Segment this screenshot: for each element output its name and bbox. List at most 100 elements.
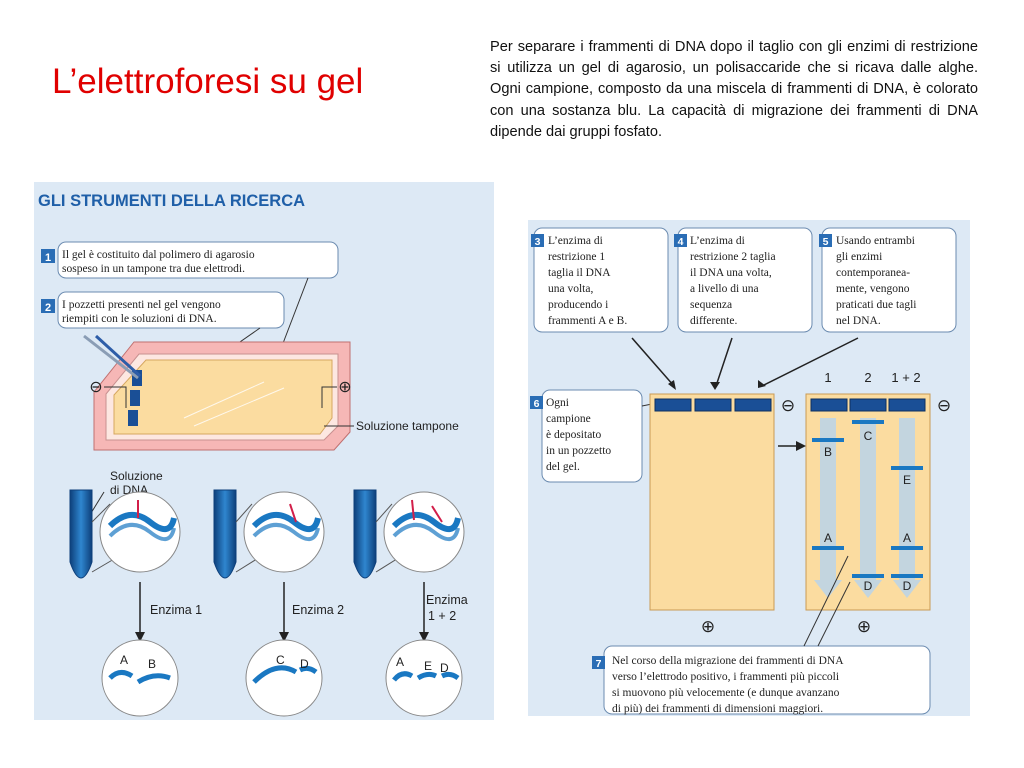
dna-strand: [251, 512, 321, 532]
step1-line1: Il gel è costituito dal polimero di agar…: [62, 249, 255, 261]
agarose-gel: [113, 359, 333, 435]
band-d-lane12-label: D: [903, 579, 912, 593]
step1-number-box: [41, 249, 55, 263]
step4-callout: [677, 227, 813, 333]
gel-before-migration: [649, 393, 775, 611]
step5-line5: praticati due tagli: [836, 299, 916, 311]
band-c: [852, 420, 884, 424]
lane1-label: 1: [824, 370, 831, 385]
band-b: [812, 438, 844, 442]
tube-group-1: [69, 489, 181, 579]
step7-line2: verso l’elettrodo positivo, i frammenti …: [612, 671, 839, 683]
migration-arrow-lane2: [854, 418, 882, 598]
test-tube: [353, 489, 377, 579]
fragment-d-label: D: [300, 657, 309, 671]
step4-line5: sequenza: [690, 299, 732, 311]
buffer-label: Soluzione tampone: [356, 419, 459, 433]
enzyme1-label: Enzima 1: [150, 603, 202, 617]
step5-line6: nel DNA.: [836, 315, 881, 327]
panel-heading: GLI STRUMENTI DELLA RICERCA: [38, 192, 305, 210]
dna-solution-label-1: Soluzione: [110, 469, 163, 483]
cut-arrow: [431, 505, 443, 523]
step7-line1: Nel corso della migrazione dei frammenti…: [612, 655, 844, 667]
dna-zoom-circle: [243, 491, 325, 573]
tube-group-2: [213, 489, 325, 579]
step3-line4: una volta,: [548, 283, 593, 295]
fragment-c-label: C: [276, 653, 285, 667]
fragment-e-label: E: [424, 659, 432, 673]
test-tube: [213, 489, 237, 579]
lane12-label: 1 + 2: [891, 370, 920, 385]
gel1-minus-electrode: ⊖: [781, 396, 795, 415]
gel2-minus-electrode: ⊖: [937, 396, 951, 415]
step1-callout: [57, 241, 339, 279]
step7-callout: [603, 645, 931, 715]
lane-well: [888, 398, 926, 412]
gel-well: [128, 410, 138, 426]
step4-line2: restrizione 2 taglia: [690, 251, 776, 263]
lane-well: [810, 398, 848, 412]
dna-strand: [107, 512, 177, 532]
gel-well: [130, 390, 140, 406]
step5-line3: contemporanea-: [836, 267, 910, 279]
left-plus-electrode: ⊕: [338, 379, 351, 396]
step2-number-box: [41, 299, 55, 313]
step4-line4: a livello di una: [690, 283, 759, 295]
fragment-d-label-2: D: [440, 661, 449, 675]
band-b-label: B: [824, 445, 832, 459]
fragment-a-label: A: [120, 653, 128, 667]
band-e: [891, 466, 923, 470]
loaded-well: [694, 398, 732, 412]
migration-arrow-lane1: [814, 418, 842, 598]
band-a-lane1-label: A: [824, 531, 832, 545]
dna-strand: [391, 512, 461, 532]
cut-arrow: [411, 499, 415, 521]
step3-line2: restrizione 1: [548, 251, 605, 263]
step5-line1: Usando entrambi: [836, 235, 915, 247]
slide-title: L’elettroforesi su gel: [52, 62, 364, 101]
cut-arrow: [289, 503, 297, 523]
dna-zoom-circle: [383, 491, 465, 573]
band-a-lane12-label: A: [903, 531, 911, 545]
gel-migration-figure: 3 L’enzima di restrizione 1 taglia il DN…: [528, 220, 970, 716]
step6-callout: [541, 389, 643, 483]
step6-line2: campione: [546, 413, 591, 425]
step3-callout: [533, 227, 669, 333]
step2-line1: I pozzetti presenti nel gel vengono: [62, 299, 221, 311]
fragment-b-label: B: [148, 657, 156, 671]
step7-number: 7: [596, 658, 602, 670]
step4-number: 4: [678, 236, 684, 248]
band-a-lane1: [812, 546, 844, 550]
band-c-label: C: [864, 429, 873, 443]
step6-number: 6: [534, 398, 540, 410]
anode-wire: [321, 386, 337, 408]
step5-line4: mente, vengono: [836, 283, 910, 295]
gel1-plus-electrode: ⊕: [701, 617, 715, 636]
band-e-label: E: [903, 473, 911, 487]
band-d-lane2: [852, 574, 884, 578]
result-circle-enzyme2: [245, 639, 323, 717]
band-d-lane2-label: D: [864, 579, 873, 593]
enzyme12-label-1: Enzima: [426, 593, 468, 607]
band-d-lane12: [891, 574, 923, 578]
step2-line2: riempiti con le soluzioni di DNA.: [62, 313, 217, 325]
step4-line3: il DNA una volta,: [690, 267, 772, 279]
step6-line4: in un pozzetto: [546, 445, 611, 457]
step2-number: 2: [45, 302, 51, 314]
step4-line1: L’enzima di: [690, 235, 745, 247]
step3-number: 3: [535, 236, 541, 248]
tube-group-3: [353, 489, 465, 579]
cathode-wire: [104, 386, 127, 408]
step5-number: 5: [823, 236, 829, 248]
step1-line2: sospeso in un tampone tra due elettrodi.: [62, 263, 245, 275]
pipette: [83, 334, 139, 380]
enzyme12-label-2: 1 + 2: [428, 609, 456, 623]
band-a-lane12: [891, 546, 923, 550]
electrophoresis-setup-figure: GLI STRUMENTI DELLA RICERCA 1 Il gel è c…: [34, 182, 494, 720]
enzyme2-label: Enzima 2: [292, 603, 344, 617]
migration-arrow-lane12: [893, 418, 921, 598]
step4-line6: differente.: [690, 315, 737, 327]
pipette: [94, 334, 142, 378]
step3-line6: frammenti A e B.: [548, 315, 627, 327]
loaded-well: [734, 398, 772, 412]
